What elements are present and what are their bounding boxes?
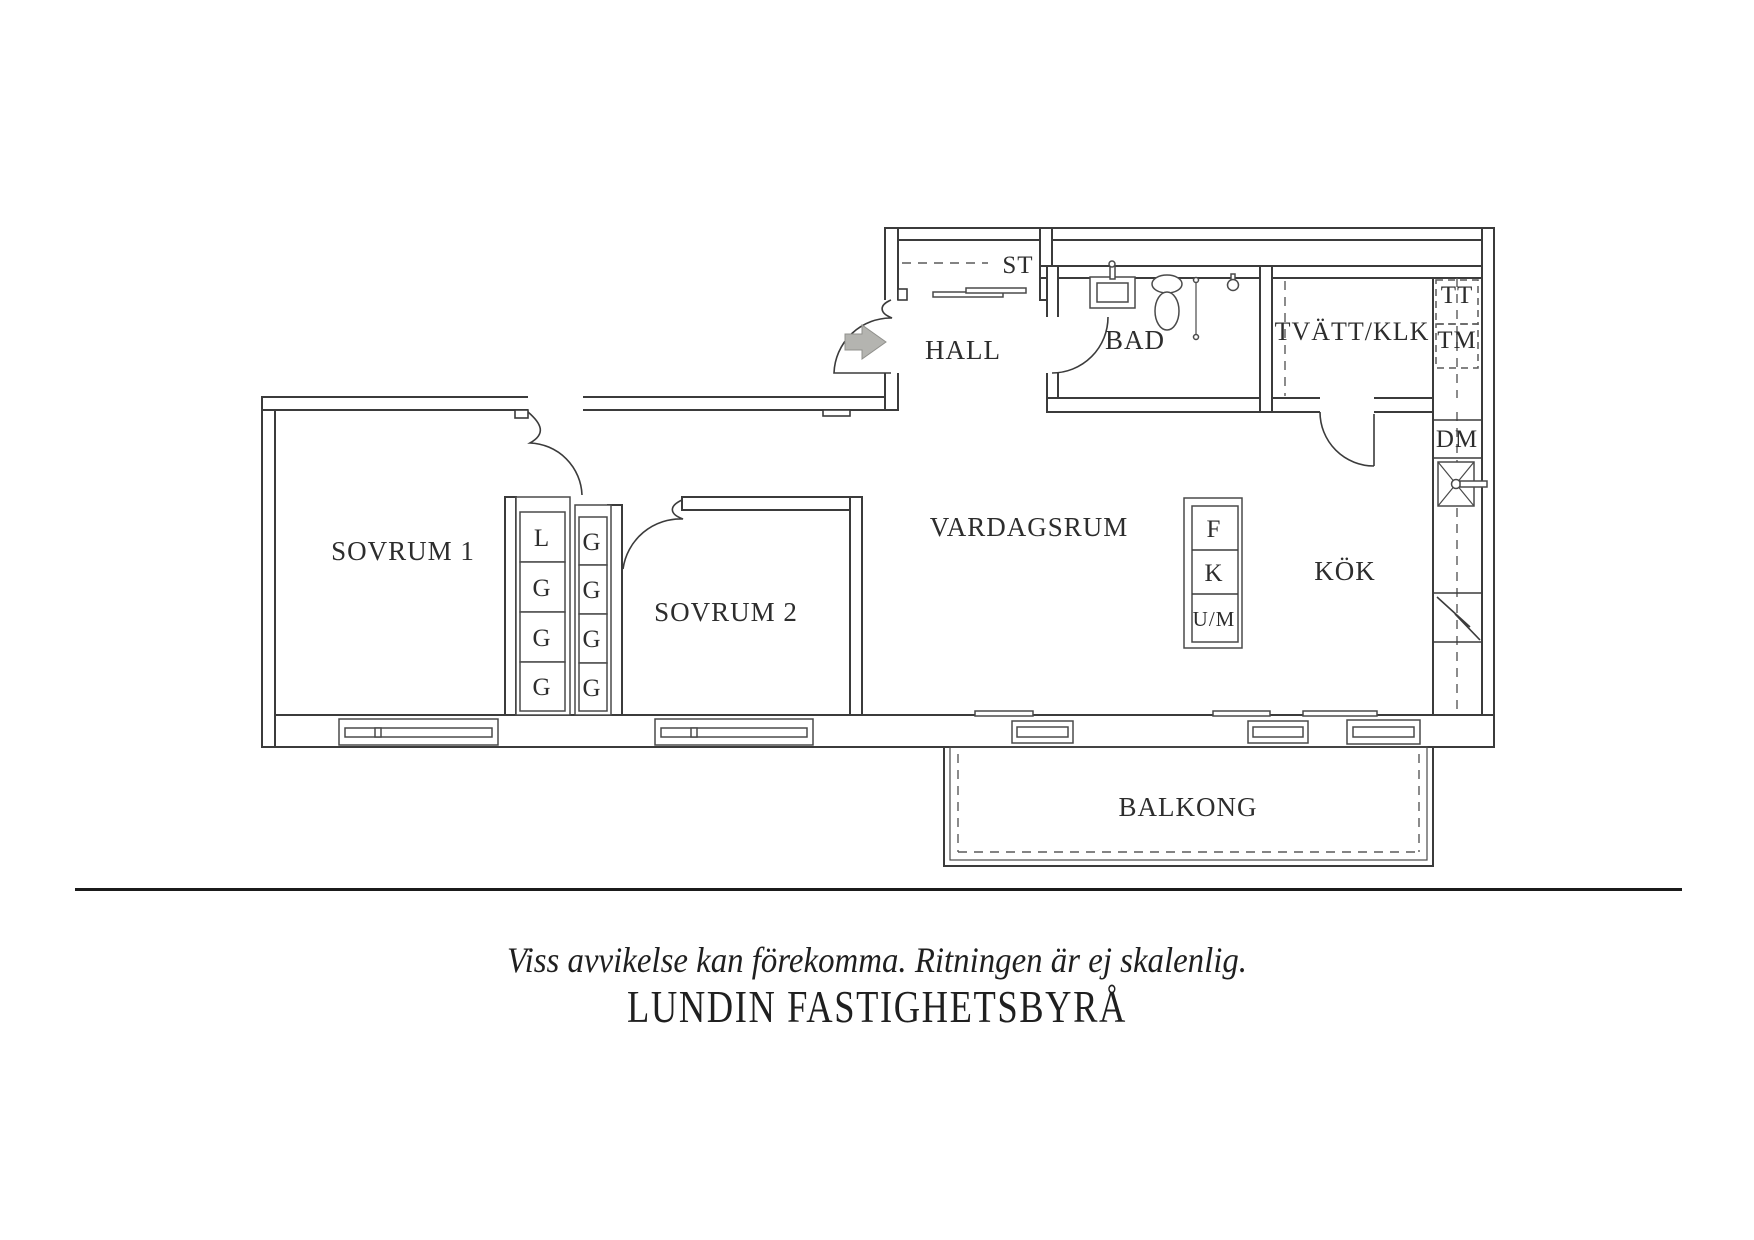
stove-icon	[1433, 592, 1482, 643]
st-sliding-door-2	[965, 287, 1027, 294]
shower-rail-icon	[1192, 276, 1200, 341]
entrance-arrow-icon	[844, 324, 887, 360]
room-label-st: ST	[1002, 252, 1033, 279]
opening-sovrum1	[528, 395, 583, 412]
room-labels: SOVRUM 1 SOVRUM 2 VARDAGSRUM HALL BAD TV…	[331, 252, 1478, 822]
wall-sovrum2-top	[681, 496, 863, 511]
walls	[261, 227, 1495, 748]
kitchen-fixtures	[1432, 412, 1488, 715]
kitchen-sink-icon	[1437, 461, 1488, 507]
balcony-door-window-right	[1212, 710, 1309, 744]
room-label-balkong: BALKONG	[1119, 792, 1258, 822]
wall-sovrum1-closet	[504, 496, 517, 716]
room-label-sovrum1: SOVRUM 1	[331, 536, 475, 566]
door-arc-sovrum1	[527, 411, 583, 496]
footer-brand: LUNDIN FASTIGHETSBYRÅ	[627, 981, 1127, 1032]
appliance-label-k: K	[1204, 560, 1223, 587]
shower-head-icon	[1226, 273, 1240, 292]
appliance-label-f: F	[1207, 516, 1222, 543]
doors	[527, 299, 1375, 570]
balcony-inner-line	[949, 746, 1428, 861]
wall-bath-laundry-bottom	[1046, 397, 1434, 413]
balcony-outline	[943, 746, 1434, 867]
dishwasher-box	[1433, 419, 1482, 459]
opening-entrance	[883, 300, 900, 373]
wall-sovrum2-vardagsrum	[849, 496, 863, 716]
room-label-hall: HALL	[925, 335, 1001, 365]
toilet-icon	[1151, 274, 1183, 331]
laundry-fixtures	[1284, 278, 1479, 400]
closet-column-sovrum2	[574, 504, 612, 716]
tumble-dryer-box	[1435, 279, 1479, 325]
opening-tvatt	[1320, 396, 1374, 414]
wall-top-upper-block	[884, 227, 1495, 241]
closet-label-right-1: G	[582, 577, 601, 604]
door-arc-tvatt	[1319, 411, 1375, 467]
appliance-label-um: U/M	[1193, 607, 1236, 631]
hall-closet-st	[902, 262, 1027, 298]
door-arc-entrance	[833, 299, 893, 374]
room-label-kok: KÖK	[1314, 556, 1376, 586]
door-arc-bad	[1051, 316, 1109, 374]
jamb-entrance	[897, 288, 908, 301]
closet-label-left-1: G	[532, 575, 551, 602]
closet-label-right-0: G	[582, 529, 601, 556]
bathroom-fixtures	[1089, 260, 1240, 341]
washing-machine-box	[1435, 323, 1479, 369]
wall-left-exterior	[261, 396, 276, 748]
door-arc-sovrum2	[622, 499, 684, 570]
closet-label-right-2: G	[582, 626, 601, 653]
room-label-bad: BAD	[1105, 325, 1165, 355]
fridge-freezer-unit	[1183, 497, 1243, 649]
balcony-door-window-left	[974, 710, 1074, 744]
wall-bath-laundry-divider	[1259, 265, 1273, 413]
room-label-sovrum2: SOVRUM 2	[654, 597, 798, 627]
windows	[338, 710, 1421, 746]
sink-icon	[1089, 260, 1136, 309]
fkum-inner	[1191, 505, 1239, 643]
closet-label-left-2: G	[532, 625, 551, 652]
room-label-tvatt-klk: TVÄTT/KLK	[1275, 317, 1430, 346]
appliance-label-dm: DM	[1436, 426, 1478, 453]
window-sovrum2	[654, 718, 814, 746]
appliance-label-tm: TM	[1437, 327, 1477, 354]
closet-column-sovrum1	[515, 496, 571, 716]
jamb-hall	[822, 409, 851, 417]
closet-label-right-3: G	[582, 675, 601, 702]
footer-divider-rule	[75, 888, 1682, 891]
window-kok	[1302, 710, 1421, 745]
opening-bad	[1045, 317, 1060, 373]
balcony-dashed-edge	[957, 754, 1420, 853]
closet-label-left-3: G	[532, 674, 551, 701]
footer-disclaimer: Viss avvikelse kan förekomma. Ritningen …	[507, 940, 1247, 980]
balcony	[943, 746, 1434, 867]
closet-label-left-0: L	[534, 525, 550, 552]
closets	[515, 496, 612, 716]
appliance-label-tt: TT	[1441, 282, 1474, 309]
jamb-sovrum1	[514, 409, 529, 419]
footer: Viss avvikelse kan förekomma. Ritningen …	[75, 888, 1682, 1032]
room-label-vardagsrum: VARDAGSRUM	[930, 512, 1129, 542]
window-sovrum1	[338, 718, 499, 746]
